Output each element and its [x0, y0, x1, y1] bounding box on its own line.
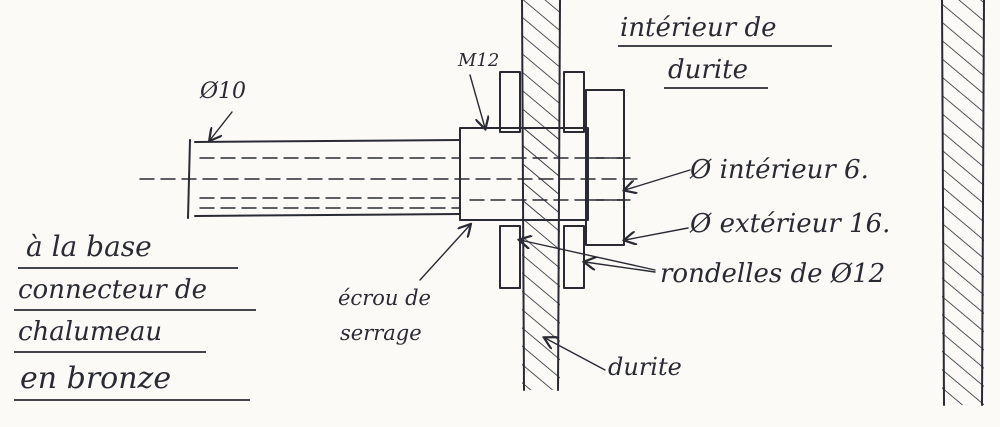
base-note-line-2: connecteur de	[18, 275, 207, 305]
base-note-line-3: chalumeau	[18, 317, 162, 347]
clamping-nut	[459, 127, 631, 221]
washers	[499, 71, 585, 289]
hose-outer-wall	[942, 0, 984, 405]
inner-diameter-label: Ø intérieur 6.	[689, 155, 869, 185]
base-connector-note: à la base connecteur de chalumeau en bro…	[14, 230, 256, 401]
base-note-line-4: en bronze	[20, 361, 171, 396]
nut-label-1: écrou de	[338, 286, 431, 310]
hose-label: durite	[608, 353, 682, 381]
base-note-line-1: à la base	[26, 230, 152, 263]
pipe-diameter-label: Ø10	[199, 79, 246, 104]
inside-hose-label-1: intérieur de	[620, 13, 777, 43]
leader-arrows	[210, 74, 691, 371]
outer-diameter-label: Ø extérieur 16.	[689, 209, 890, 239]
nut-label-2: serrage	[340, 321, 422, 345]
washers-label: rondelles de Ø12	[660, 259, 885, 289]
hose-end-flange	[585, 89, 625, 246]
inside-hose-label-2: durite	[668, 55, 748, 85]
bronze-pipe	[187, 139, 461, 219]
thread-label: M12	[457, 50, 499, 71]
